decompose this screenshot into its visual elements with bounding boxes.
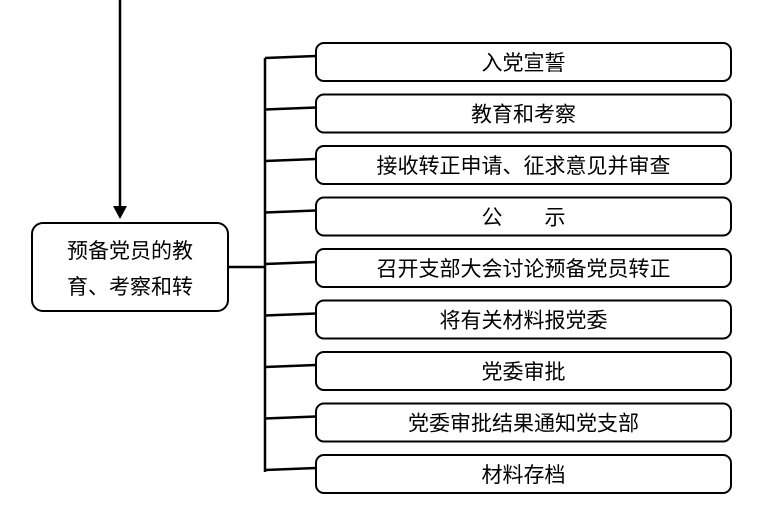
- branch-line: [264, 312, 317, 317]
- step-box: [315, 248, 732, 288]
- branch-line: [264, 466, 317, 472]
- step-label: 入党宣誓: [482, 51, 566, 75]
- step-label: 召开支部大会讨论预备党员转正: [377, 257, 671, 281]
- branch-line: [264, 157, 317, 163]
- step-label: 接收转正申请、征求意见并审查: [377, 154, 671, 178]
- step-label: 教育和考察: [471, 103, 576, 127]
- step-label: 将有关材料报党委: [440, 309, 608, 333]
- incoming-arrow-head: [113, 206, 127, 219]
- branch-line: [264, 209, 317, 214]
- step-label: 材料存档: [482, 463, 566, 487]
- source-node-line2: 育、考察和转: [67, 275, 193, 299]
- branch-line: [264, 415, 317, 420]
- source-node-line1: 预备党员的教: [67, 239, 193, 263]
- step-box: [315, 196, 732, 237]
- branch-line: [264, 260, 317, 266]
- step-box: [315, 402, 732, 443]
- step-label: 公 示: [482, 206, 566, 230]
- step-box: [315, 93, 732, 134]
- step-box: [315, 299, 732, 340]
- step-label: 党委审批: [482, 360, 566, 384]
- step-box: [315, 454, 732, 494]
- branch-line: [264, 363, 317, 369]
- step-box: [315, 42, 732, 82]
- step-box: [315, 145, 732, 185]
- branch-line: [264, 54, 317, 60]
- step-box: [315, 351, 732, 391]
- branch-line: [264, 106, 317, 111]
- step-label: 党委审批结果通知党支部: [408, 412, 639, 436]
